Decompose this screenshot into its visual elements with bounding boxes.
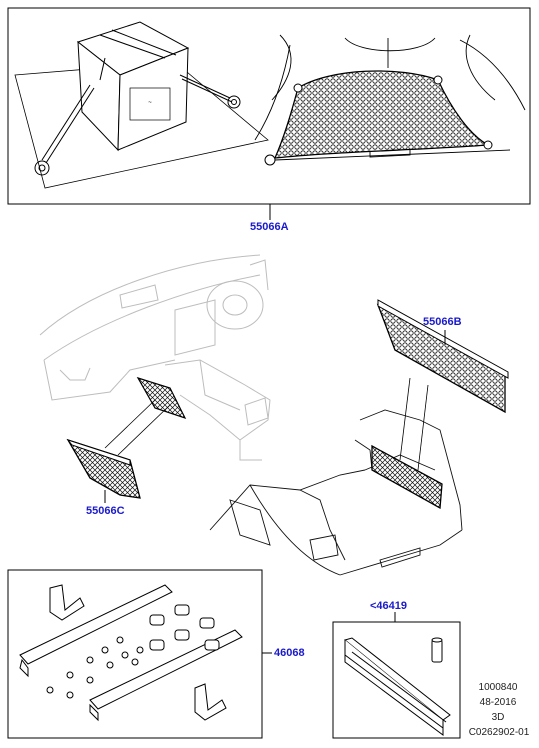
boot-side-net — [371, 444, 443, 510]
divider-post — [431, 637, 443, 663]
boot-net-scene — [254, 34, 526, 161]
divider-kit-illustration — [332, 612, 461, 739]
cargo-box: ~ — [76, 21, 190, 152]
ref-date: 48-2016 — [479, 697, 517, 708]
callout-46068[interactable]: 46068 — [274, 647, 305, 659]
ref-code: C0262902-01 — [468, 727, 530, 738]
net-c-leader-lines — [104, 399, 171, 456]
tie-down-straps — [34, 57, 241, 176]
callout-55066a[interactable]: 55066A — [250, 221, 289, 233]
net-kit-illustration-group: ~ — [7, 7, 531, 220]
dashboard-stowage-net — [136, 376, 187, 420]
net-b-leader-lines — [399, 377, 429, 471]
boot-cargo-net — [273, 70, 491, 159]
rail-kit-illustration — [7, 569, 272, 739]
callout-55066c[interactable]: 55066C — [86, 505, 125, 517]
rail-clips — [149, 604, 220, 651]
divider-panel — [343, 637, 451, 736]
rail-brackets — [49, 584, 227, 721]
boot-interior-illustration — [209, 409, 463, 576]
rails — [19, 584, 243, 722]
svg-text:~: ~ — [148, 100, 152, 106]
rail-fasteners — [46, 636, 144, 699]
callout-46419[interactable]: <46419 — [370, 600, 408, 612]
callout-55066b[interactable]: 55066B — [423, 316, 462, 328]
divider-kit-frame — [332, 621, 461, 739]
net-55066c-part — [66, 438, 141, 499]
net-55066c-frame — [66, 439, 131, 466]
net-55066b-frame — [377, 299, 509, 379]
rail-kit-frame — [7, 569, 263, 739]
ref-number: 1000840 — [478, 682, 518, 693]
dashboard-illustration — [39, 254, 271, 461]
net-anchor-hooks — [264, 75, 493, 166]
top-frame — [7, 7, 531, 205]
ref-view: 3D — [491, 712, 505, 723]
